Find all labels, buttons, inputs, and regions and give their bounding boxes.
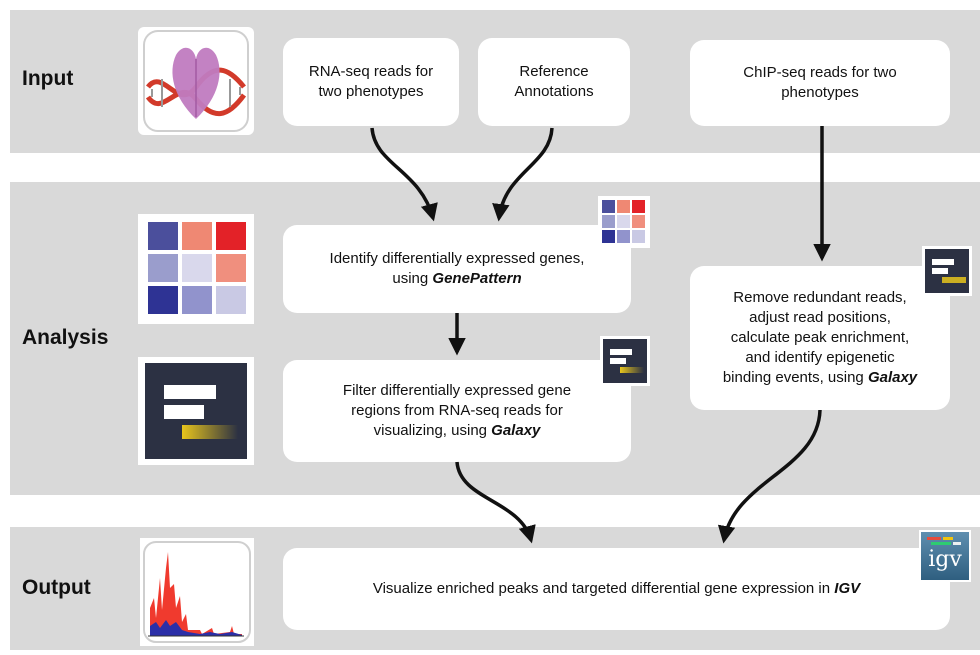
row-label-output: Output <box>22 576 91 599</box>
rnaseq-line2: two phenotypes <box>318 83 424 100</box>
genepattern-heatmap-icon <box>138 214 254 324</box>
galaxy-tool-name: Galaxy <box>491 422 541 439</box>
remove-line3: calculate peak enrichment, <box>730 329 910 346</box>
remove-reads-box: Remove redundant reads, adjust read posit… <box>690 266 950 410</box>
igv-logo-icon: igv <box>919 530 971 582</box>
genepattern-tool-name: GenePattern <box>432 270 522 287</box>
remove-line1: Remove redundant reads, <box>733 289 907 306</box>
chipseq-line1: ChIP-seq reads for two <box>743 64 897 81</box>
galaxy-logo-icon <box>138 357 254 465</box>
remove-line5-prefix: binding events, using <box>722 369 868 386</box>
remove-line4: and identify epigenetic <box>745 349 895 366</box>
remove-line2: adjust read positions, <box>749 309 891 326</box>
rnaseq-input-box: RNA-seq reads for two phenotypes <box>283 38 459 126</box>
row-label-analysis: Analysis <box>22 326 109 349</box>
identify-line1: Identify differentially expressed genes, <box>329 250 585 267</box>
identify-line2-prefix: using <box>392 270 433 287</box>
rnaseq-line1: RNA-seq reads for <box>308 63 434 80</box>
visualize-text: Visualize enriched peaks and targeted di… <box>372 580 835 597</box>
galaxy-small-icon <box>600 336 650 386</box>
igv-logo-text: igv <box>928 547 962 572</box>
chipseq-input-box: ChIP-seq reads for two phenotypes <box>690 40 950 126</box>
genepattern-small-icon <box>598 196 650 248</box>
peak-chart-icon <box>140 538 254 646</box>
visualize-output-box: Visualize enriched peaks and targeted di… <box>283 548 950 630</box>
row-label-input: Input <box>22 67 74 90</box>
galaxy-small-icon-2 <box>922 246 972 296</box>
filter-line3-prefix: visualizing, using <box>373 422 492 439</box>
filter-line2: regions from RNA-seq reads for <box>351 402 563 419</box>
filter-regions-box: Filter differentially expressed gene regi… <box>283 360 631 462</box>
chipseq-line2: phenotypes <box>781 84 859 101</box>
galaxy-tool-name-2: Galaxy <box>867 369 918 386</box>
identify-genes-box: Identify differentially expressed genes,… <box>283 225 631 313</box>
reference-line1: Reference <box>519 63 589 80</box>
reference-line2: Annotations <box>514 83 594 100</box>
dna-logo-icon <box>138 27 254 135</box>
igv-tool-name: IGV <box>834 580 861 597</box>
filter-line1: Filter differentially expressed gene <box>342 382 572 399</box>
